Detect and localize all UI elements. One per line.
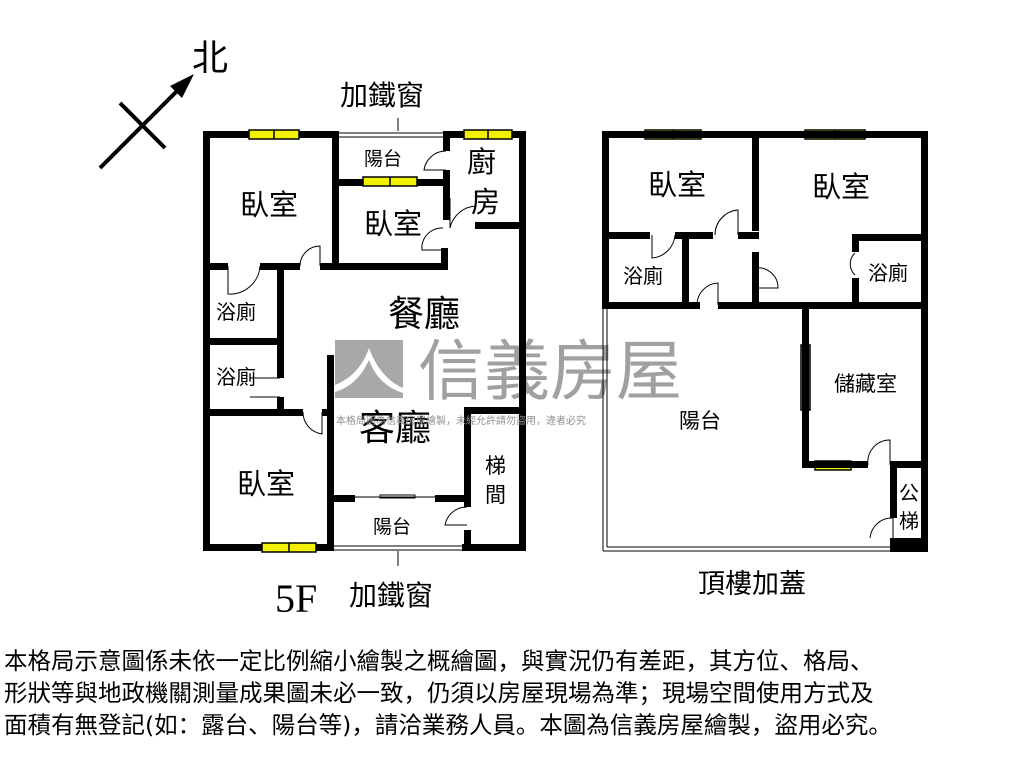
room-balcony: 陽台 — [679, 409, 721, 433]
iron-window-note: 加鐵窗 — [349, 579, 433, 612]
door-swings — [227, 150, 894, 539]
watermark-logo-roof — [335, 348, 403, 393]
watermark-brand: 信義房屋 — [418, 333, 682, 410]
disclaimer: 本格局示意圖係未依一定比例縮小繪製之概繪圖，與實況仍有差距，其方位、格局、 形狀… — [4, 645, 1024, 741]
room-dining: 餐廳 — [388, 294, 460, 335]
room-stairwell: 間 — [485, 483, 506, 507]
room-bedroom: 臥室 — [237, 467, 295, 501]
watermark: 信義房屋 — [335, 333, 682, 410]
room-living: 客廳 — [359, 408, 431, 449]
5f-thin-lines — [334, 118, 462, 566]
room-stairwell: 梯 — [485, 454, 506, 478]
iron-window-note: 加鐵窗 — [340, 79, 424, 112]
room-storage: 儲藏室 — [834, 372, 897, 396]
room-kitchen: 廚 — [467, 145, 496, 179]
north-arrow-icon — [98, 74, 194, 170]
north-label: 北 — [192, 38, 228, 79]
disclaimer-line: 面積有無登記(如：露台、陽台等)，請洽業務人員。本圖為信義房屋繪製，盜用必究。 — [4, 711, 892, 739]
room-bathroom: 浴廁 — [216, 300, 256, 324]
rooftop-label: 頂樓加蓋 — [698, 569, 806, 600]
room-bedroom: 臥室 — [812, 170, 870, 204]
disclaimer-line: 形狀等與地政機關測量成果圖未必一致，仍須以房屋現場為準；現場空間使用方式及 — [4, 679, 874, 707]
disclaimer-line: 本格局示意圖係未依一定比例縮小繪製之概繪圖，與實況仍有差距，其方位、格局、 — [4, 647, 874, 675]
room-balcony: 陽台 — [364, 148, 402, 170]
room-bedroom: 臥室 — [240, 188, 298, 222]
rooftop-walls — [602, 131, 928, 552]
room-bathroom: 浴廁 — [868, 261, 908, 285]
room-public-stair: 梯 — [899, 509, 919, 533]
room-balcony: 陽台 — [373, 516, 411, 538]
rooftop-thin-lines — [602, 309, 890, 552]
room-bedroom: 臥室 — [364, 207, 422, 241]
room-kitchen: 房 — [471, 185, 500, 219]
room-bathroom: 浴廁 — [216, 365, 256, 389]
room-public-stair: 公 — [899, 481, 919, 505]
watermark-notice: 本格局圖為信義房屋繪製，未經允許請勿盜用，違者必究 — [336, 414, 586, 427]
floor-label: 5F — [275, 576, 317, 621]
room-bedroom: 臥室 — [648, 168, 706, 202]
room-bathroom: 浴廁 — [623, 264, 663, 288]
